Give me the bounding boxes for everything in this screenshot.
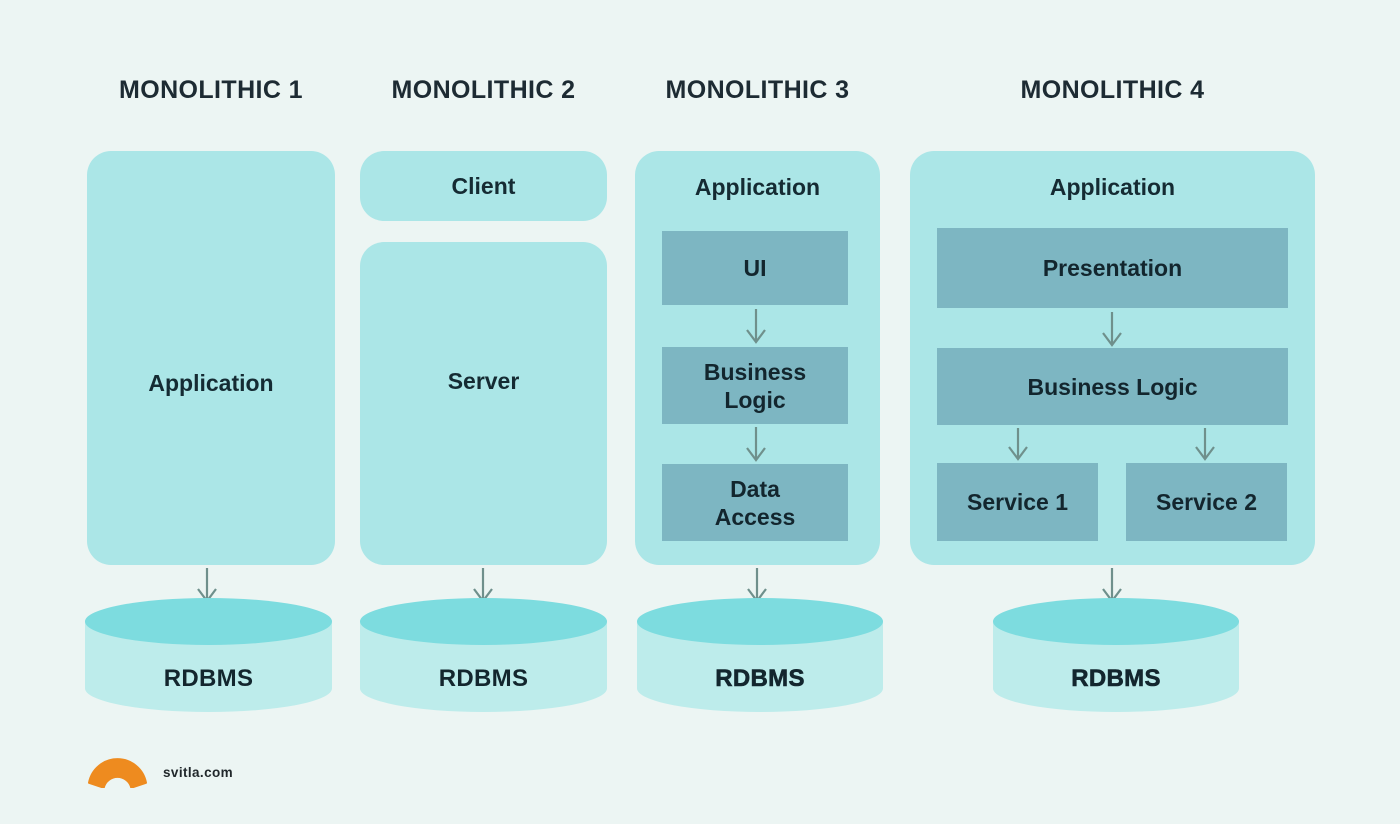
db-cylinder-top xyxy=(85,598,332,645)
arrow-down-icon xyxy=(1100,311,1124,349)
arrow-down-icon xyxy=(1193,427,1217,465)
column-title-monolithic-4: MONOLITHIC 4 xyxy=(1020,76,1205,104)
layer-label-business-logic: Business Logic xyxy=(1027,373,1198,400)
rdbms-label-col1: RDBMS xyxy=(163,665,254,692)
column-title-monolithic-2: MONOLITHIC 2 xyxy=(391,76,576,104)
layer-box-business-logic-col3: Business Logic xyxy=(662,347,848,424)
client-box-col2 xyxy=(360,151,607,221)
arrow-down-icon xyxy=(1006,427,1030,465)
layer-box-business-logic-col4: Business Logic xyxy=(937,348,1288,425)
application-box-col1 xyxy=(87,151,335,565)
service-2-box: Service 2 xyxy=(1126,463,1287,541)
column-title-monolithic-1: MONOLITHIC 1 xyxy=(119,76,303,104)
service-1-box: Service 1 xyxy=(937,463,1098,541)
svitla-brand-text: svitla.com xyxy=(163,765,234,780)
arrow-down-icon xyxy=(744,426,768,464)
column-title-monolithic-3: MONOLITHIC 3 xyxy=(665,76,850,104)
service-1-label: Service 1 xyxy=(966,489,1069,515)
rdbms-cylinder-col1: RDBMS xyxy=(85,598,332,712)
layer-box-data-access: Data Access xyxy=(662,464,848,541)
db-cylinder-top xyxy=(993,598,1239,645)
rdbms-label-col4: RDBMS xyxy=(1071,665,1161,693)
layer-label-business-logic: Business Logic xyxy=(703,358,807,413)
application-label-col4: Application xyxy=(1049,174,1176,200)
application-label-col3: Application xyxy=(694,174,821,200)
rdbms-label-col2: RDBMS xyxy=(438,665,529,692)
rdbms-cylinder-col4: RDBMS xyxy=(993,598,1239,712)
arrow-down-icon xyxy=(744,308,768,346)
rdbms-label-col3: RDBMS xyxy=(715,665,805,693)
client-label-col2: Client xyxy=(451,173,516,199)
db-cylinder-top xyxy=(360,598,607,645)
application-label-col1: Application xyxy=(148,370,274,396)
layer-label-ui: UI xyxy=(743,255,767,281)
layer-box-presentation: Presentation xyxy=(937,228,1288,308)
rdbms-cylinder-col2: RDBMS xyxy=(360,598,607,712)
service-2-label: Service 2 xyxy=(1155,489,1258,515)
layer-label-presentation: Presentation xyxy=(1042,255,1183,281)
db-cylinder-top xyxy=(637,598,883,645)
server-box-col2 xyxy=(360,242,607,565)
server-label-col2: Server xyxy=(447,368,520,394)
layer-label-data-access: Data Access xyxy=(714,475,796,530)
layer-box-ui: UI xyxy=(662,231,848,305)
svitla-logo-icon xyxy=(87,758,148,788)
rdbms-cylinder-col3: RDBMS xyxy=(637,598,883,712)
